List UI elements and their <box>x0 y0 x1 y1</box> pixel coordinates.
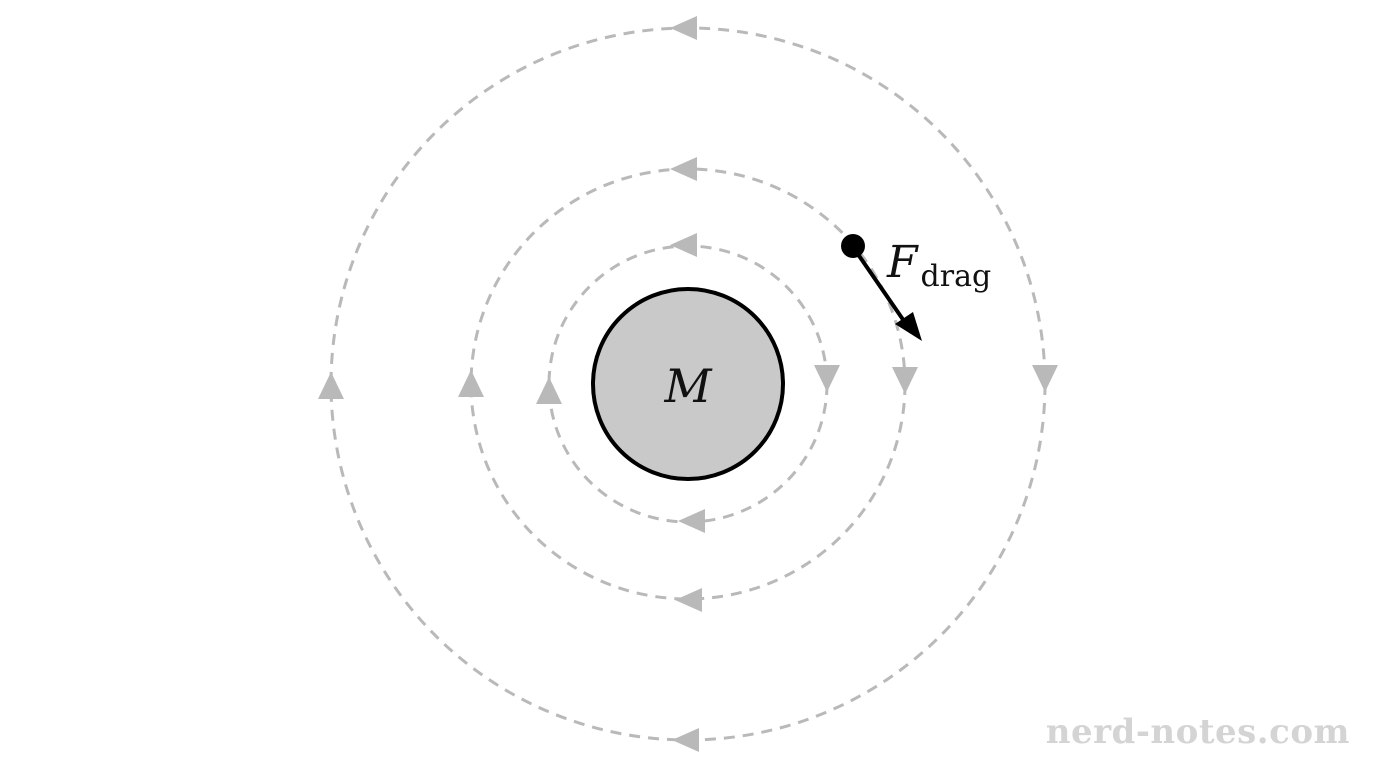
force-subscript: drag <box>921 259 992 294</box>
orbit-outer-arrow-right <box>1032 365 1058 392</box>
drag-force-vector <box>851 245 906 323</box>
orbit-middle-arrow-top <box>670 157 697 181</box>
orbit-inner-arrow-top <box>670 233 697 257</box>
drag-force-arrowhead <box>895 312 922 341</box>
mass-label: M <box>663 359 713 413</box>
orbit-outer-arrow-left <box>318 372 344 399</box>
force-symbol: F <box>886 237 919 288</box>
orbit-inner-arrow-left <box>536 377 562 404</box>
orbit-outer-arrow-bottom <box>672 728 699 752</box>
orbit-outer-arrow-top <box>670 16 697 40</box>
satellite <box>841 234 865 258</box>
watermark: nerd-notes.com <box>1045 712 1350 752</box>
orbit-inner-arrow-bottom <box>678 509 705 533</box>
central-mass <box>591 287 785 481</box>
orbit-middle-arrow-left <box>458 370 484 397</box>
orbit-middle-arrow-bottom <box>675 588 702 612</box>
orbit-middle-arrow-right <box>892 367 918 394</box>
orbit-inner-arrow-right <box>814 365 840 392</box>
